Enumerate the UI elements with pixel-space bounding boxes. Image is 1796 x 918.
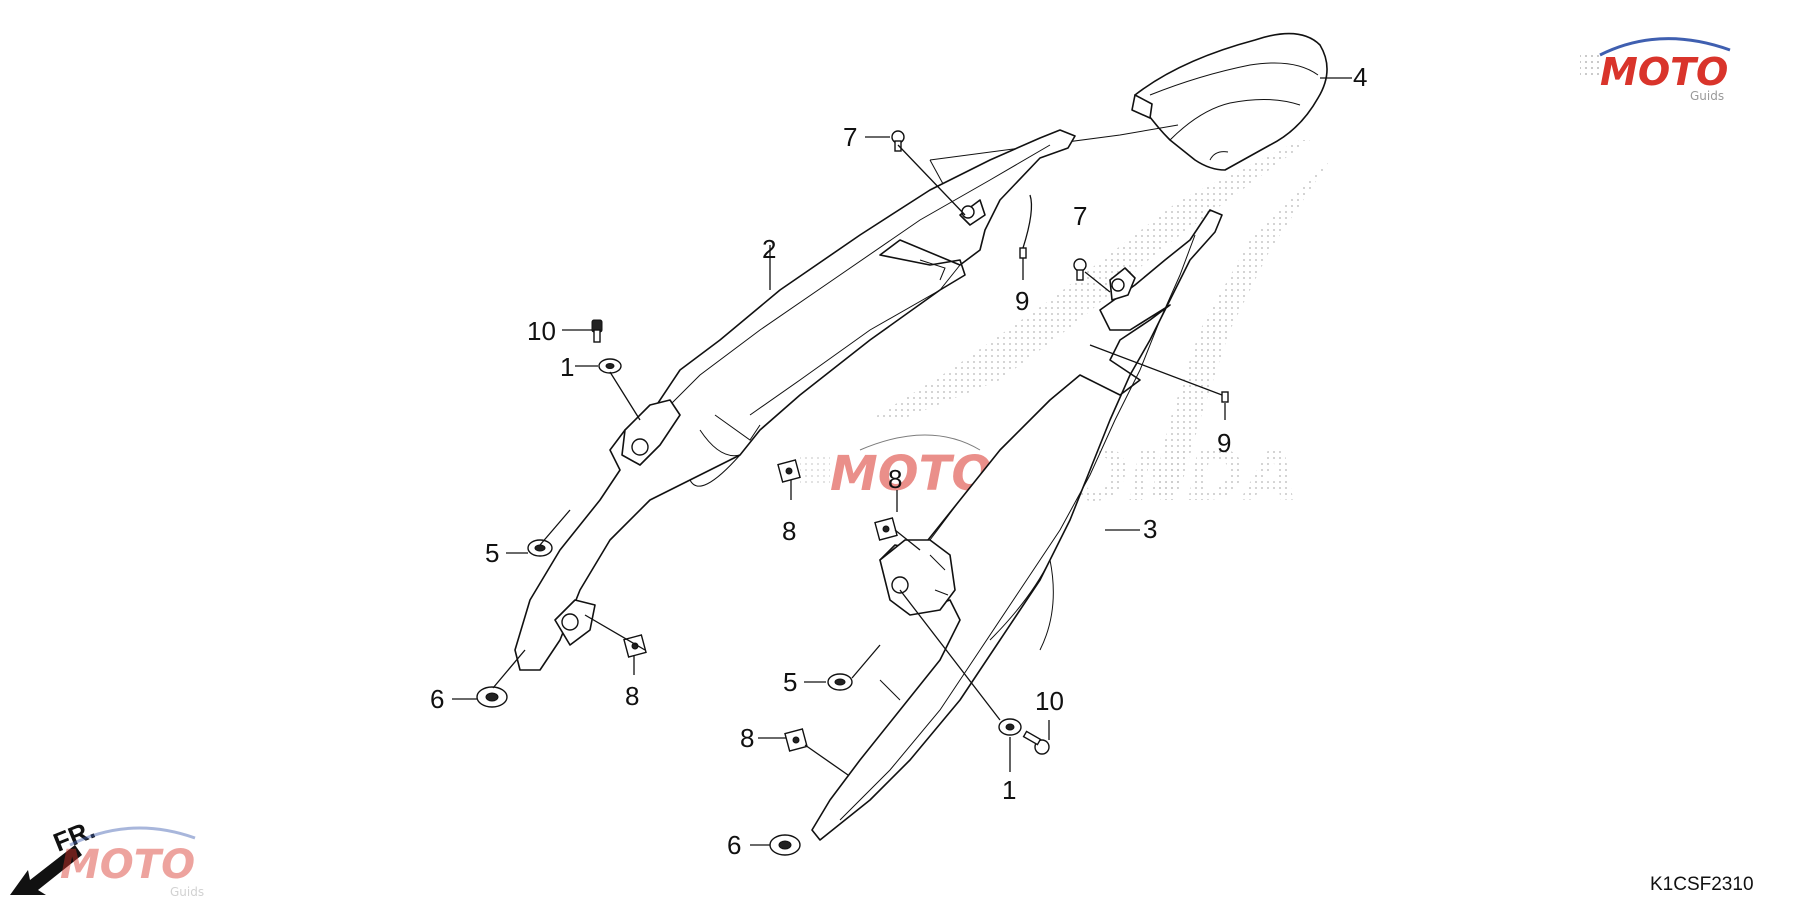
callout-8-b: 8 bbox=[888, 464, 902, 494]
grommet-6-left bbox=[476, 686, 508, 708]
moto-guids-logo-bottom: MOTO Guids bbox=[60, 826, 204, 899]
callout-8-a: 8 bbox=[782, 516, 796, 546]
callouts: 10 1 2 7 9 7 9 4 3 8 8 8 8 5 5 6 6 1 10 bbox=[430, 62, 1367, 860]
bolt-10-left bbox=[591, 319, 603, 343]
collar-1-left bbox=[598, 358, 622, 374]
collar-1-right bbox=[998, 718, 1022, 736]
moto-guids-logo: MOTO Guids bbox=[1580, 37, 1731, 103]
callout-3: 3 bbox=[1143, 514, 1157, 544]
screw-9-right bbox=[1221, 391, 1229, 403]
callout-1-right: 1 bbox=[1002, 775, 1016, 805]
callout-4: 4 bbox=[1353, 62, 1367, 92]
bolt-10-right bbox=[1022, 730, 1050, 755]
callout-7-right: 7 bbox=[1073, 201, 1087, 231]
callout-8-d: 8 bbox=[740, 723, 754, 753]
callout-6-right: 6 bbox=[727, 830, 741, 860]
callout-2: 2 bbox=[762, 234, 776, 264]
callout-9-top: 9 bbox=[1015, 286, 1029, 316]
callout-7-top: 7 bbox=[843, 122, 857, 152]
callout-1-left: 1 bbox=[560, 352, 574, 382]
clip-8-a bbox=[777, 459, 801, 483]
grommet-6-right bbox=[769, 834, 801, 856]
callout-10-left: 10 bbox=[527, 316, 556, 346]
logo-sub-text: Guids bbox=[1690, 89, 1724, 103]
clip-8-b bbox=[874, 517, 898, 541]
callout-9-right: 9 bbox=[1217, 428, 1231, 458]
callout-5-right: 5 bbox=[783, 667, 797, 697]
logo-bottom-sub-text: Guids bbox=[170, 885, 204, 899]
grommet-5-right bbox=[827, 673, 853, 691]
logo-bottom-brand-text: MOTO bbox=[60, 842, 195, 888]
screw-9-top bbox=[1019, 247, 1027, 259]
logo-brand-text: MOTO bbox=[1600, 50, 1728, 94]
seat-cowl-part bbox=[1131, 32, 1328, 171]
callout-10-right: 10 bbox=[1035, 686, 1064, 716]
clip-8-d bbox=[784, 728, 808, 752]
center-watermark: MOTO bbox=[800, 434, 992, 502]
callout-5-left: 5 bbox=[485, 538, 499, 568]
diagram-code: K1CSF2310 bbox=[1650, 874, 1754, 895]
left-side-cover-part bbox=[514, 129, 1076, 671]
assembly-line-4 bbox=[929, 124, 1179, 161]
right-side-cover-part bbox=[811, 209, 1223, 841]
grommet-5-left bbox=[527, 539, 553, 557]
callout-8-c: 8 bbox=[625, 681, 639, 711]
callout-6-left: 6 bbox=[430, 684, 444, 714]
screw-7-top bbox=[891, 130, 905, 152]
leader-lines bbox=[452, 136, 1226, 846]
screw-7-right bbox=[1073, 258, 1087, 281]
clip-8-c bbox=[623, 634, 647, 658]
